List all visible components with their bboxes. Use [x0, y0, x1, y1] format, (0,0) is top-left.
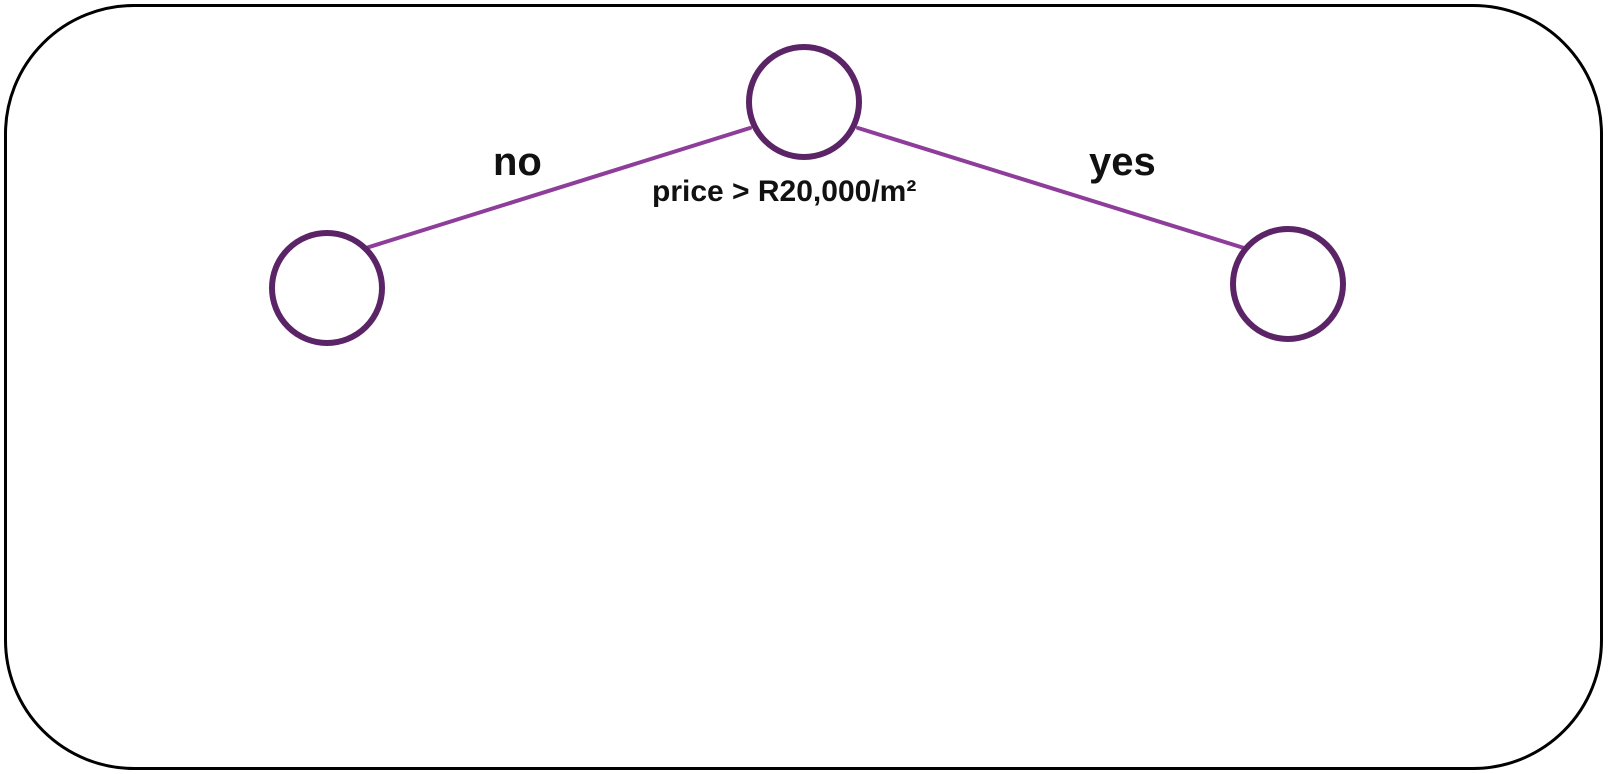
- leaf-node-yes: [1230, 226, 1346, 342]
- edge-no: [364, 126, 752, 250]
- edge-yes: [856, 126, 1246, 250]
- root-node: [746, 44, 862, 160]
- split-condition-label: price > R20,000/m²: [652, 175, 917, 208]
- diagram-frame: [4, 4, 1603, 770]
- edge-label-no: no: [493, 140, 542, 184]
- leaf-node-no: [269, 230, 385, 346]
- edge-label-yes: yes: [1089, 140, 1156, 184]
